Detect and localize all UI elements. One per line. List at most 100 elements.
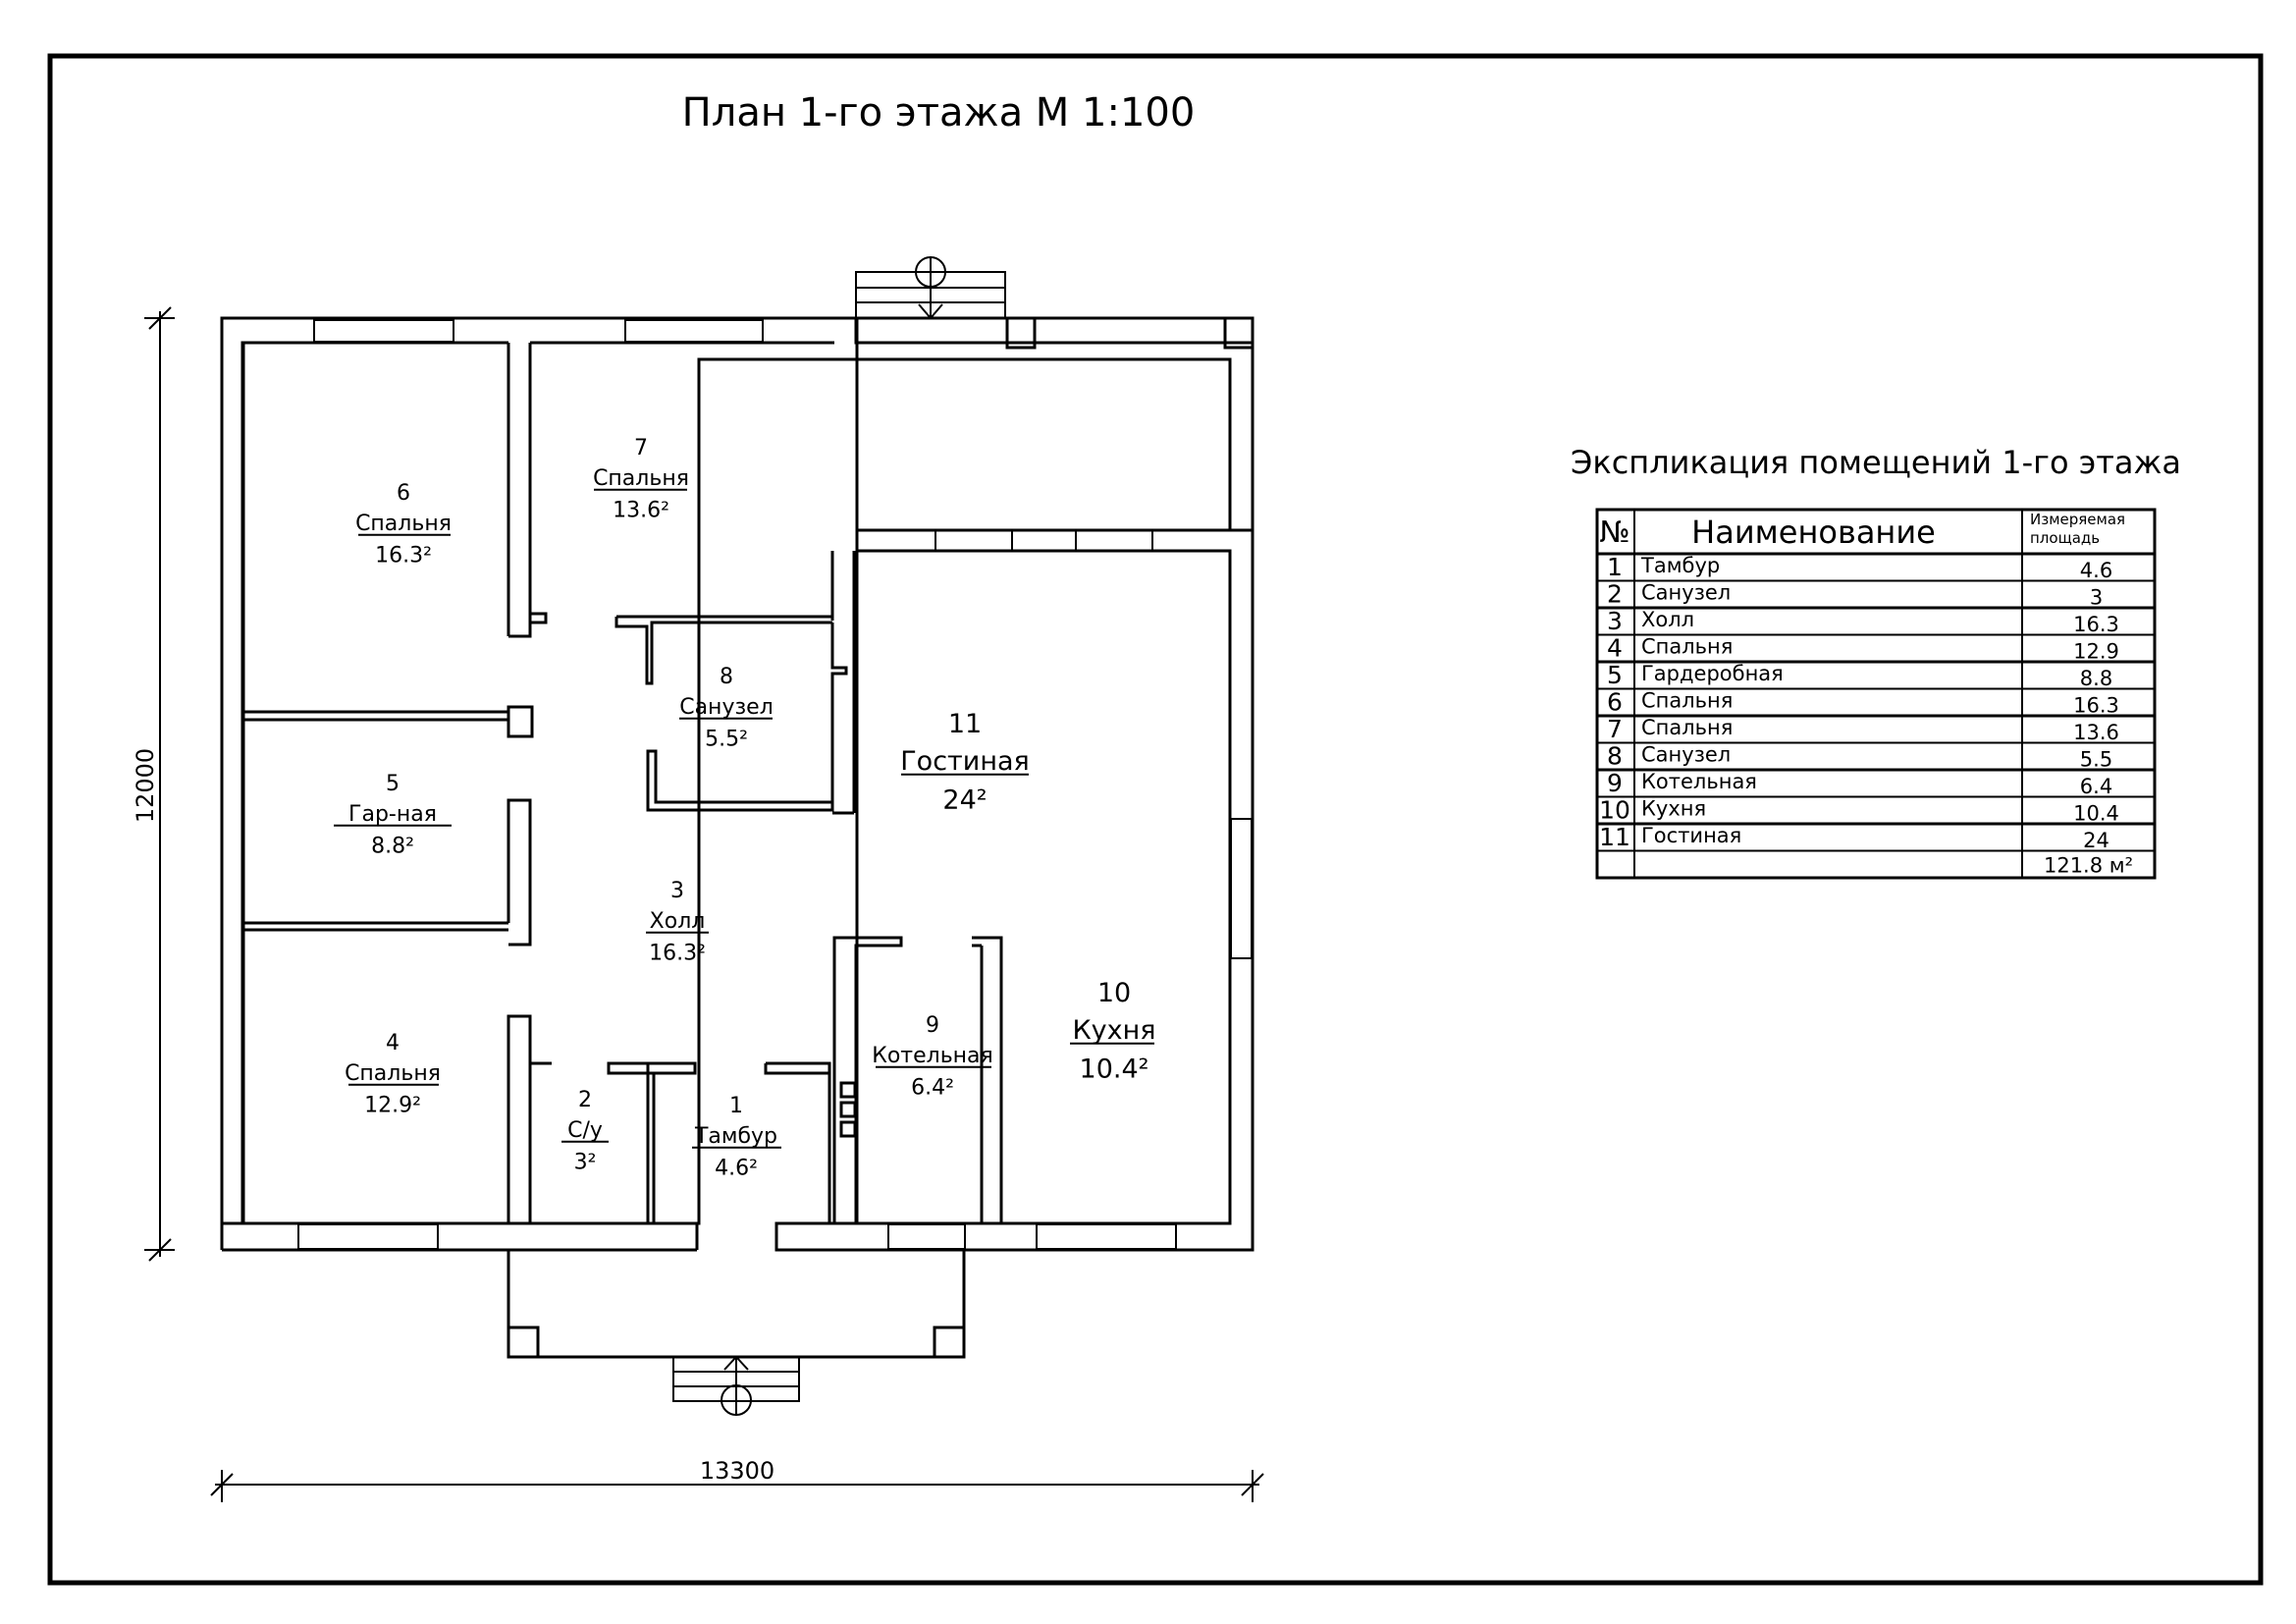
room-area: 5.5² (705, 728, 748, 752)
room-area: 24² (942, 785, 987, 816)
row-name: Спальня (1641, 716, 1733, 739)
row-name: Спальня (1641, 635, 1733, 659)
room-area: 16.3² (375, 544, 432, 568)
room-area: 16.3² (649, 942, 706, 966)
dimension-height: 12000 (132, 306, 175, 1262)
room-name: Гостиная (900, 746, 1030, 777)
table-row: 6 Спальня 16.3 (1607, 688, 2119, 718)
room-number: 4 (386, 1031, 400, 1056)
window (934, 529, 1013, 552)
table-total: 121.8 м² (2044, 854, 2133, 878)
table-row: 2 Санузел 3 (1607, 580, 2103, 610)
row-area: 10.4 (2073, 802, 2119, 826)
room-name: Холл (650, 909, 706, 934)
table-row: 1 Тамбур 4.6 (1607, 553, 2112, 582)
row-name: Гардеробная (1641, 662, 1784, 685)
room-label-2: 2С/у 3² (561, 1088, 609, 1175)
table-border (1595, 508, 2157, 880)
row-area: 24 (2083, 829, 2109, 852)
window (1230, 818, 1253, 959)
room-area: 8.8² (371, 835, 414, 859)
row-num: 5 (1607, 661, 1623, 689)
room-area: 3² (574, 1151, 597, 1175)
row-num: 2 (1607, 580, 1623, 609)
window (313, 319, 454, 343)
room-number: 8 (720, 665, 733, 689)
row-area: 6.4 (2080, 775, 2112, 798)
room-number: 1 (729, 1094, 743, 1118)
row-name: Гостиная (1641, 824, 1741, 847)
dimension-width: 13300 (210, 1457, 1264, 1502)
room-number: 11 (948, 709, 982, 739)
room-number: 2 (578, 1088, 592, 1112)
table-row: 4 Спальня 12.9 (1607, 634, 2119, 664)
row-area: 3 (2090, 586, 2103, 610)
table-row: 7 Спальня 13.6 (1607, 715, 2119, 744)
room-name: С/у (567, 1118, 603, 1143)
explication-title: Экспликация помещений 1-го этажа (1571, 444, 2181, 481)
dimension-width-label: 13300 (700, 1457, 774, 1485)
room-name: Санузел (679, 695, 774, 720)
room-area: 4.6² (715, 1157, 758, 1181)
floor-plan (220, 256, 1255, 1416)
room-area: 13.6² (613, 499, 669, 523)
table-row: 9 Котельная 6.4 (1607, 769, 2112, 798)
row-name: Кухня (1641, 797, 1706, 821)
row-name: Спальня (1641, 689, 1733, 713)
window (1036, 1223, 1177, 1250)
row-num: 9 (1607, 769, 1623, 797)
window (297, 1223, 439, 1250)
row-name: Котельная (1641, 770, 1757, 793)
row-num: 7 (1607, 715, 1623, 743)
window (624, 319, 764, 343)
row-name: Холл (1641, 608, 1694, 631)
row-area: 4.6 (2080, 559, 2112, 582)
room-name: Спальня (345, 1061, 441, 1086)
room-area: 10.4² (1080, 1055, 1149, 1085)
row-num: 3 (1607, 607, 1623, 635)
sheet-frame (47, 53, 2264, 1586)
room-name: Гар-ная (348, 802, 437, 827)
row-num: 8 (1607, 742, 1623, 771)
table-row: 5 Гардеробная 8.8 (1607, 661, 2112, 690)
row-area: 5.5 (2080, 748, 2112, 772)
row-area: 16.3 (2073, 694, 2119, 718)
room-area: 6.4² (911, 1076, 954, 1101)
row-name: Тамбур (1640, 554, 1720, 577)
room-number: 5 (386, 772, 400, 796)
table-row: 8 Санузел 5.5 (1607, 742, 2112, 772)
room-name: Спальня (593, 466, 689, 491)
room-area: 12.9² (364, 1094, 421, 1118)
row-num: 1 (1607, 553, 1623, 581)
row-num: 6 (1607, 688, 1623, 717)
row-area: 8.8 (2080, 667, 2112, 690)
room-number: 6 (397, 481, 410, 506)
room-labels: 1Тамбур4.6²2С/у3²3Холл16.3²4Спальня12.9²… (334, 436, 1156, 1181)
header-name: Наименование (1691, 514, 1936, 551)
row-area: 13.6 (2073, 721, 2119, 744)
room-name: Кухня (1072, 1015, 1155, 1046)
window (887, 1223, 966, 1250)
row-num: 4 (1607, 634, 1623, 663)
room-number: 3 (670, 879, 684, 903)
row-name: Санузел (1641, 743, 1731, 767)
room-number: 7 (634, 436, 648, 460)
row-name: Санузел (1641, 581, 1731, 605)
window (1075, 529, 1153, 552)
row-area: 12.9 (2073, 640, 2119, 664)
room-number: 10 (1097, 978, 1131, 1008)
